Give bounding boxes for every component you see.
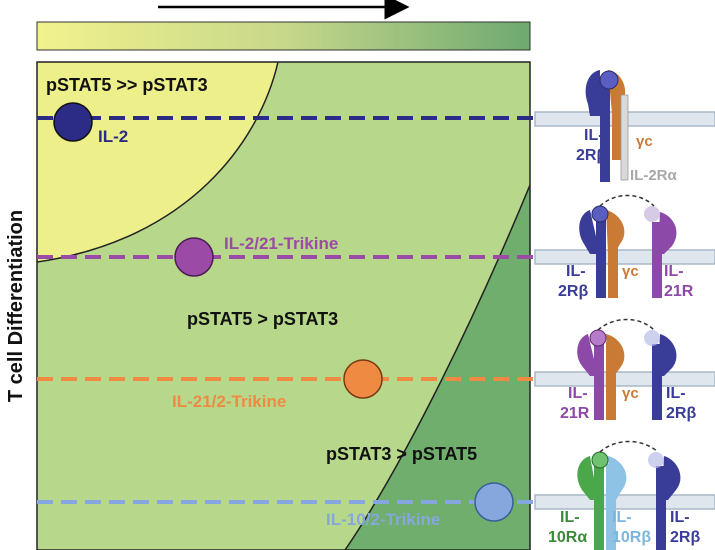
cytokine-il10-2-circle — [474, 482, 514, 522]
receptor-il10-2-mid-label: IL-10Rβ — [612, 509, 651, 546]
receptor-il2-bottom-label: IL-2Rα — [630, 167, 678, 184]
zone-top-area — [37, 62, 278, 262]
receptor-il2-21-left-label: IL-2Rβ — [558, 263, 588, 300]
cytokine-il21-2-circle — [343, 359, 383, 399]
receptor-il2-21-complex — [579, 194, 677, 298]
receptor-il10-2-left-label: IL-10Rα — [548, 509, 587, 546]
zone-top-label: pSTAT5 >> pSTAT3 — [46, 75, 208, 95]
panel-frame — [36, 61, 531, 550]
cytokine-il2-21-label: IL-2/21-Trikine — [224, 234, 338, 253]
receptor-il21-2-mid-label: γc — [622, 385, 639, 402]
receptor-il21-2-right-label: IL-2Rβ — [666, 385, 696, 422]
receptor-il2-mid-label: γc — [636, 133, 653, 150]
boundary-curve-bottom — [344, 184, 530, 550]
zone-bottom-label: pSTAT3 > pSTAT5 — [326, 444, 477, 464]
y-axis-label: T cell Differentiation — [5, 210, 27, 402]
receptor-il10-2-complex — [577, 440, 681, 550]
gradient-bar — [36, 21, 531, 51]
cytokine-il2-label: IL-2 — [98, 127, 128, 146]
receptor-il21-2-left-label: IL-21R — [560, 385, 590, 422]
receptor-il21-2-complex — [577, 318, 677, 420]
receptor-il2-left-label: IL-2Rβ — [576, 127, 606, 164]
cytokine-il2-circle — [53, 102, 93, 142]
boundary-curve-top — [37, 62, 279, 263]
receptor-il2-21-right-label: IL-21R — [664, 263, 694, 300]
receptor-il10-2-right-label: IL-2Rβ — [670, 509, 700, 546]
cytokine-il2-21-circle — [174, 237, 214, 277]
receptor-il2-complex — [585, 70, 629, 182]
cytokine-il21-2-label: IL-21/2-Trikine — [172, 392, 286, 411]
cytokine-il10-2-label: IL-10/2-Trikine — [326, 510, 440, 529]
receptor-il2-21-mid-label: γc — [622, 263, 639, 280]
zone-middle-label: pSTAT5 > pSTAT3 — [187, 309, 338, 329]
